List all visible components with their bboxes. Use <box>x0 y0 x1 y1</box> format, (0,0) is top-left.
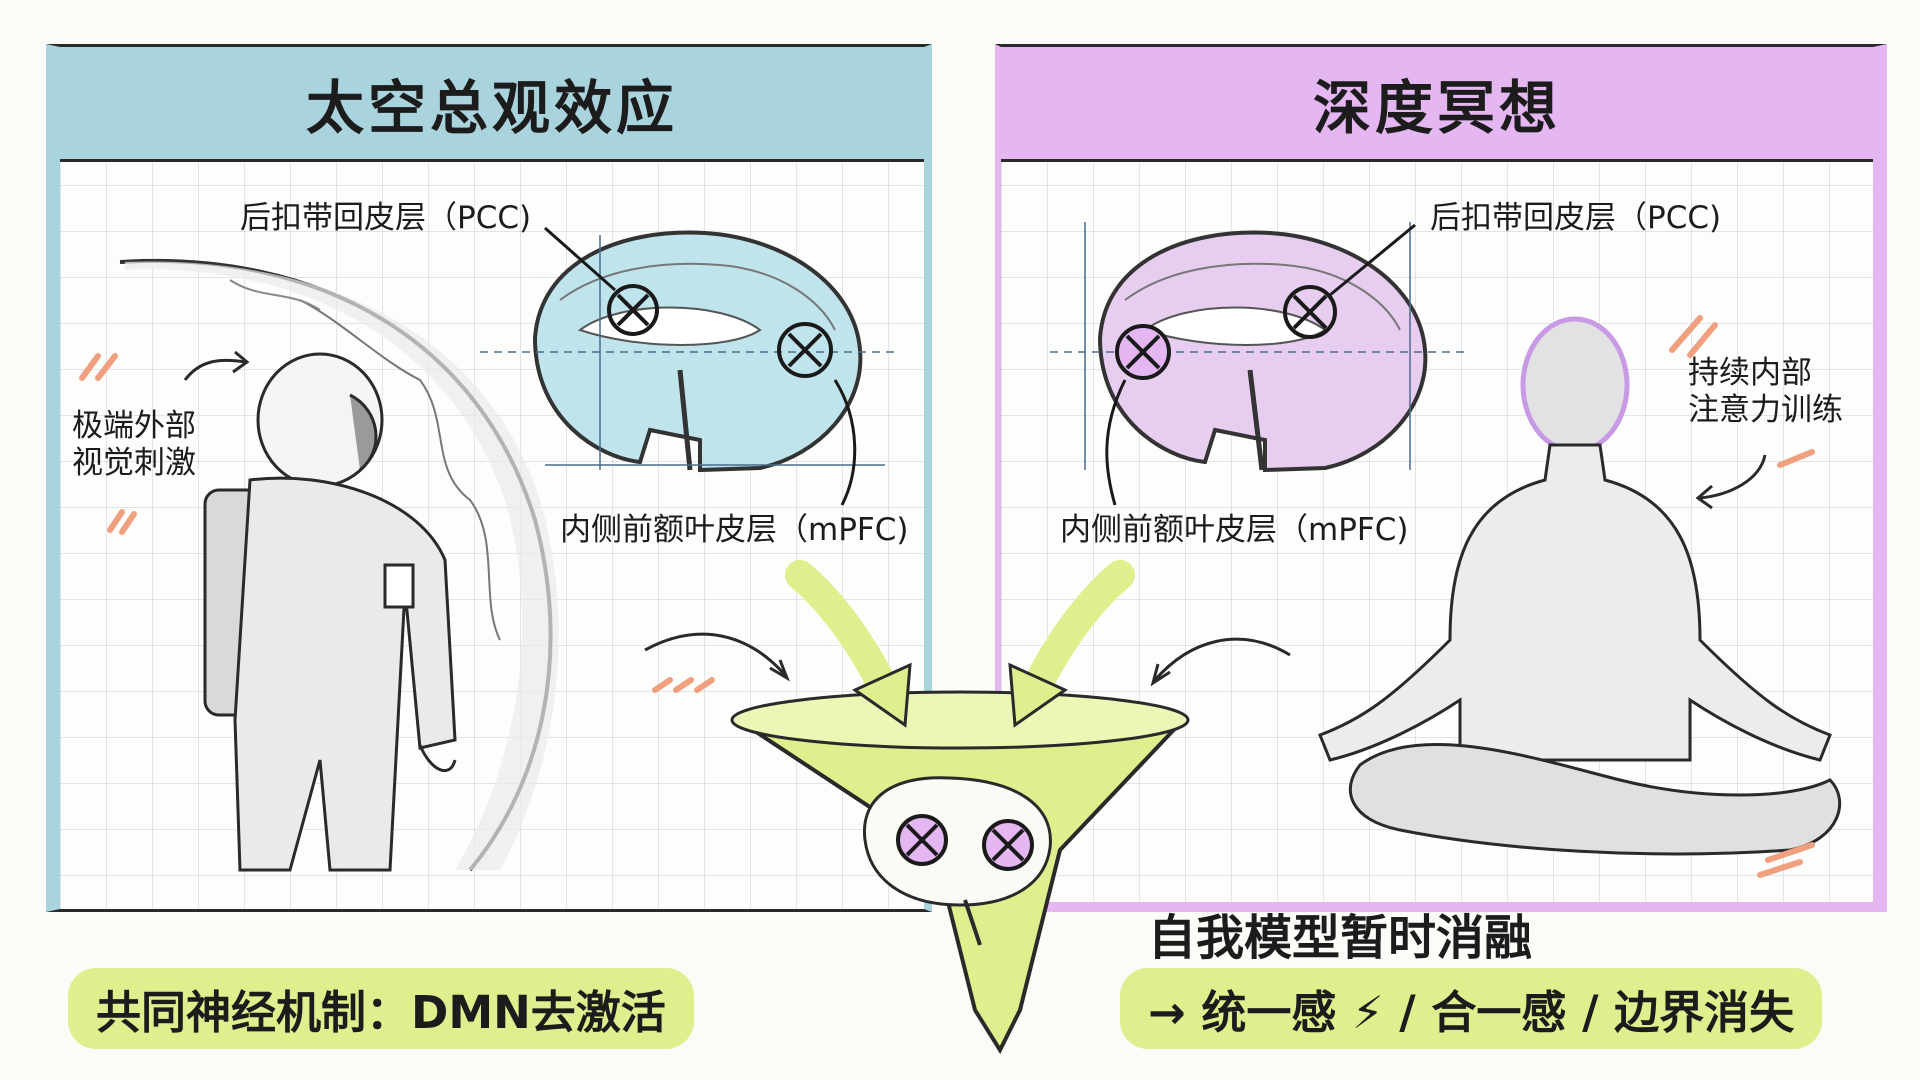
space-overview-title: 太空总观效应 <box>60 47 924 162</box>
self-model-dissolution-text: 自我模型暂时消融 <box>1148 910 1533 966</box>
left-pcc-label: 后扣带回皮层（PCC) <box>240 200 532 236</box>
internal-attention-label: 持续内部 注意力训练 <box>1688 355 1843 429</box>
astronaut-illustration <box>203 352 457 872</box>
right-mpfc-label: 内侧前额叶皮层（mPFC) <box>1060 512 1409 548</box>
right-pcc-label: 后扣带回皮层（PCC) <box>1430 200 1722 236</box>
shared-mechanism-text: 共同神经机制：DMN去激活 <box>68 968 694 1049</box>
right-mpfc-marker <box>1115 324 1171 380</box>
left-pcc-marker <box>607 284 659 336</box>
meditation-panel: 深度冥想 <box>995 44 1887 912</box>
left-mpfc-label: 内侧前额叶皮层（mPFC) <box>560 512 909 548</box>
center-right-marker <box>982 819 1034 871</box>
earth-illustration <box>119 259 559 872</box>
accent-strokes <box>79 315 1815 878</box>
left-mpfc-marker <box>777 322 833 378</box>
right-brain-illustration <box>1050 222 1470 506</box>
unity-result-text: → 统一感 ⚡ / 合一感 / 边界消失 <box>1120 968 1823 1049</box>
meditation-title: 深度冥想 <box>1001 47 1873 162</box>
funnel-illustration <box>730 560 1190 1055</box>
center-left-marker <box>896 814 948 866</box>
space-overview-panel: 太空总观效应 <box>46 44 932 912</box>
meditating-figure-illustration <box>1318 316 1841 856</box>
external-stimulus-label: 极端外部 视觉刺激 <box>72 408 196 482</box>
left-brain-illustration <box>480 226 900 506</box>
right-pcc-marker <box>1283 285 1337 339</box>
